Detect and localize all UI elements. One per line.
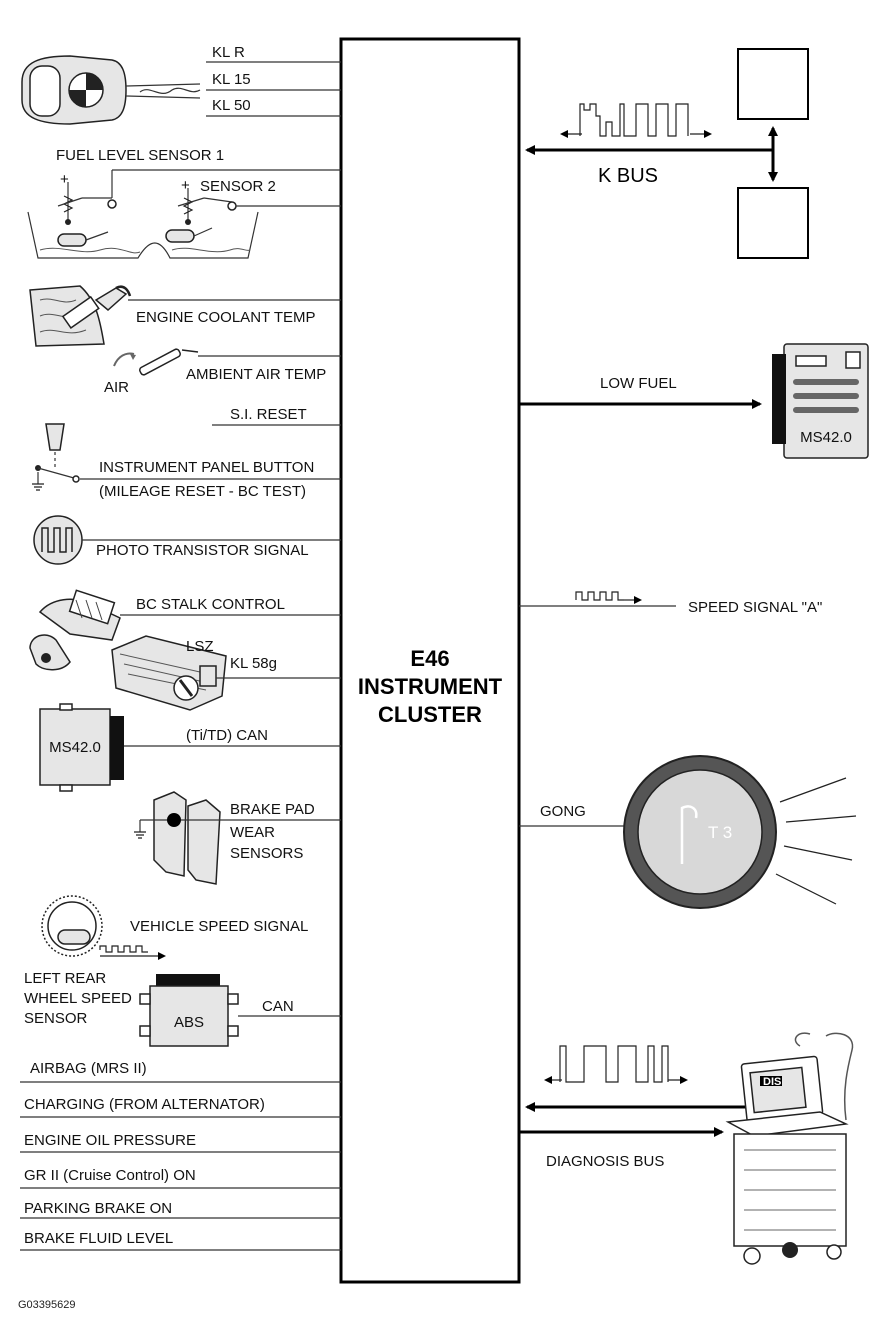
sensor-2-label: SENSOR 2 bbox=[200, 178, 276, 195]
gr-ii-label: GR II (Cruise Control) ON bbox=[24, 1167, 196, 1184]
k-bus-module-bottom bbox=[737, 187, 809, 259]
brake-pad-sensors-icon bbox=[134, 791, 221, 885]
speed-signal-a-label: SPEED SIGNAL "A" bbox=[688, 599, 822, 616]
left-rear-label-2: WHEEL SPEED bbox=[24, 990, 132, 1007]
kl-50-label: KL 50 bbox=[212, 97, 251, 114]
fuel-level-sensor-1-label: FUEL LEVEL SENSOR 1 bbox=[56, 147, 224, 164]
air-label: AIR bbox=[104, 379, 129, 396]
can-label: CAN bbox=[262, 998, 294, 1015]
ms42-left-label: MS42.0 bbox=[49, 739, 101, 756]
diagnosis-bus-label: DIAGNOSIS BUS bbox=[546, 1153, 664, 1170]
t3-label: T 3 bbox=[708, 823, 732, 842]
instrument-cluster-box bbox=[339, 37, 521, 1284]
kl-58g-label: KL 58g bbox=[230, 655, 277, 672]
ti-td-can-label: (Ti/TD) CAN bbox=[186, 727, 268, 744]
panel-button-icon bbox=[32, 423, 80, 491]
lsz-label: LSZ bbox=[186, 638, 214, 655]
engine-oil-pressure-label: ENGINE OIL PRESSURE bbox=[24, 1132, 196, 1149]
ambient-air-temp-label: AMBIENT AIR TEMP bbox=[186, 366, 326, 383]
key-fob-icon bbox=[21, 55, 201, 125]
fuel-tank-icon bbox=[27, 170, 259, 259]
diagnosis-bus-waveform bbox=[544, 1045, 688, 1084]
cluster-title-line1: E46 bbox=[410, 646, 449, 671]
engine-coolant-temp-label: ENGINE COOLANT TEMP bbox=[136, 309, 315, 326]
left-rear-label-1: LEFT REAR bbox=[24, 970, 106, 987]
kl-r-label: KL R bbox=[212, 44, 245, 61]
photo-transistor-signal-label: PHOTO TRANSISTOR SIGNAL bbox=[96, 542, 309, 559]
sensors-label: SENSORS bbox=[230, 845, 303, 862]
left-rear-label-3: SENSOR bbox=[24, 1010, 88, 1027]
wear-label: WEAR bbox=[230, 824, 275, 841]
plus-sign-2: + bbox=[181, 177, 190, 194]
ms42-right-ecu-icon bbox=[772, 343, 869, 459]
charging-label: CHARGING (FROM ALTERNATOR) bbox=[24, 1096, 265, 1113]
ambient-temp-sensor-icon bbox=[113, 348, 199, 376]
dis-label: DIS bbox=[763, 1076, 781, 1088]
airbag-label: AIRBAG (MRS II) bbox=[30, 1060, 147, 1077]
figure-id: G03395629 bbox=[18, 1299, 76, 1311]
brake-pad-label: BRAKE PAD bbox=[230, 801, 315, 818]
gong-label: GONG bbox=[540, 803, 586, 820]
speed-signal-waveform bbox=[575, 591, 642, 604]
vehicle-speed-signal-label: VEHICLE SPEED SIGNAL bbox=[130, 918, 308, 935]
photo-transistor-icon bbox=[33, 515, 83, 565]
low-fuel-label: LOW FUEL bbox=[600, 375, 677, 392]
parking-brake-label: PARKING BRAKE ON bbox=[24, 1200, 172, 1217]
gong-speaker-icon bbox=[623, 755, 857, 909]
k-bus-waveform bbox=[560, 103, 712, 138]
coolant-temp-sensor-icon bbox=[29, 285, 132, 347]
instrument-panel-button-label: INSTRUMENT PANEL BUTTON bbox=[99, 459, 314, 476]
cluster-title-line2: INSTRUMENT bbox=[358, 674, 503, 699]
abs-module-icon bbox=[139, 974, 239, 1047]
k-bus-module-top bbox=[737, 48, 809, 120]
light-switch-module-icon bbox=[111, 635, 227, 711]
bc-stalk-control-label: BC STALK CONTROL bbox=[136, 596, 285, 613]
bc-stalk-control-icon bbox=[29, 589, 121, 671]
dis-tester-icon bbox=[725, 1032, 854, 1265]
kl-15-label: KL 15 bbox=[212, 71, 251, 88]
mileage-reset-label: (MILEAGE RESET - BC TEST) bbox=[99, 483, 306, 500]
si-reset-label: S.I. RESET bbox=[230, 406, 307, 423]
brake-fluid-level-label: BRAKE FLUID LEVEL bbox=[24, 1230, 173, 1247]
k-bus-label: K BUS bbox=[598, 165, 658, 187]
plus-sign-1: + bbox=[60, 171, 69, 188]
ms42-right-label: MS42.0 bbox=[800, 429, 852, 446]
ms42-left-ecu-icon bbox=[39, 703, 124, 792]
abs-label: ABS bbox=[174, 1014, 204, 1031]
wheel-speed-sensor-icon bbox=[41, 895, 166, 960]
cluster-title-line3: CLUSTER bbox=[378, 702, 482, 727]
